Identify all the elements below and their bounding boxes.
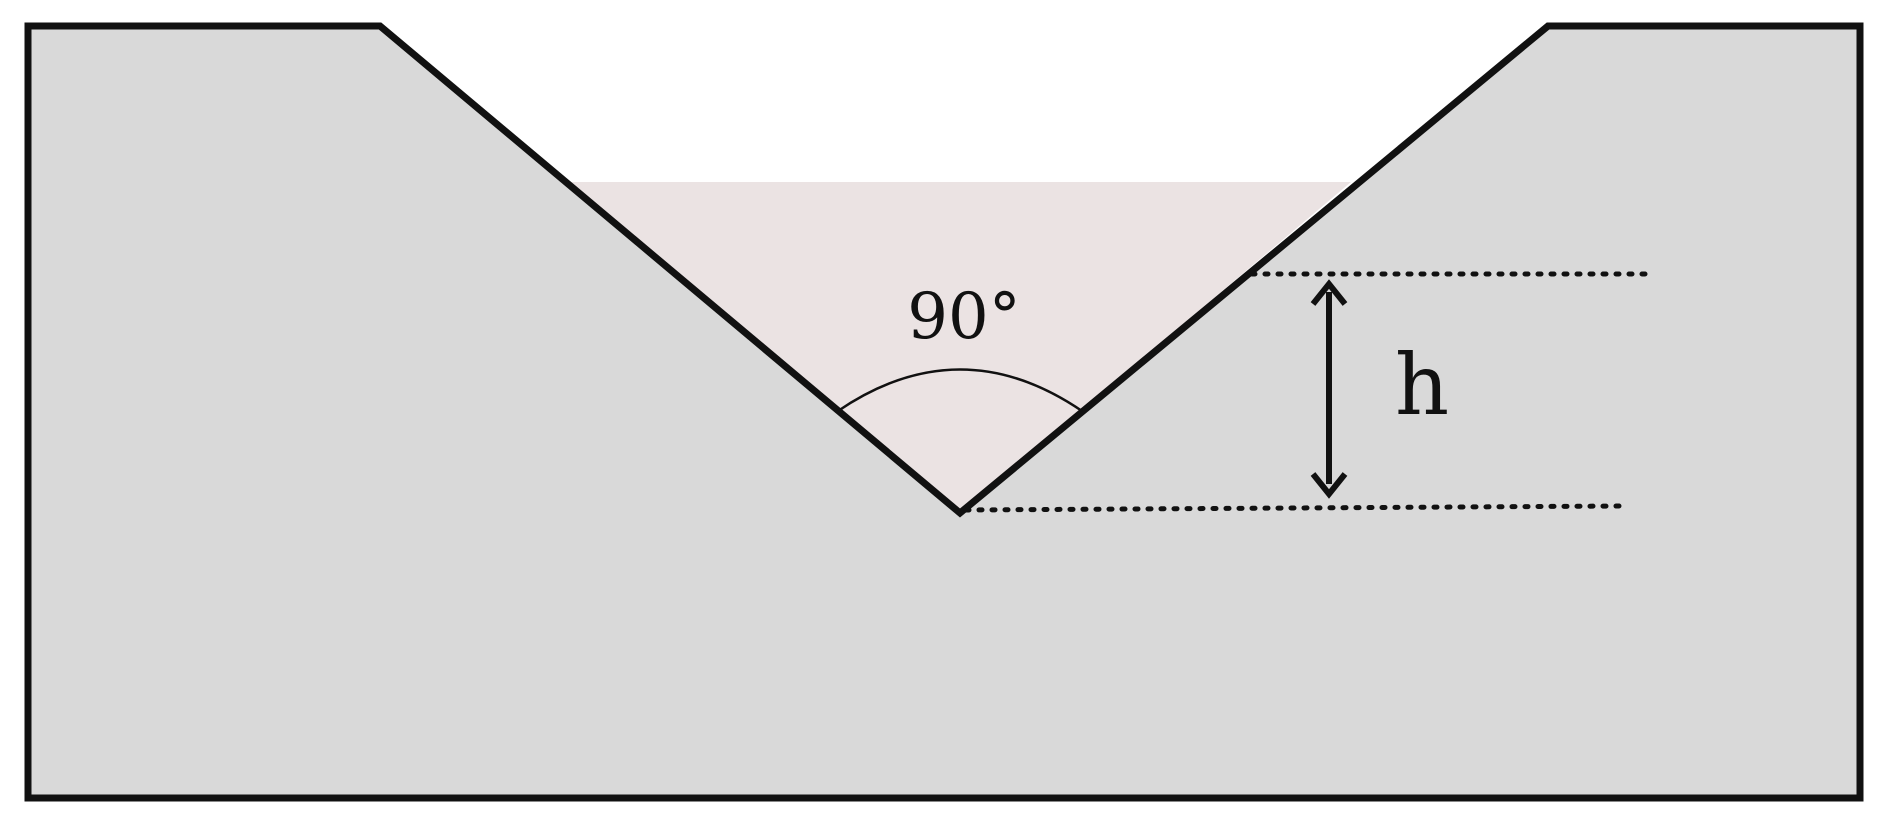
height-label: h bbox=[1395, 336, 1449, 434]
solid-block bbox=[24, 22, 1864, 802]
angle-label: 90° bbox=[907, 280, 1020, 354]
liquid-fill bbox=[568, 182, 1351, 513]
height-arrow-head-bottom bbox=[1310, 472, 1348, 499]
angle-arc bbox=[837, 368, 1083, 413]
height-arrow-head-top bbox=[1310, 279, 1348, 306]
vertex-level-line bbox=[963, 503, 1625, 513]
